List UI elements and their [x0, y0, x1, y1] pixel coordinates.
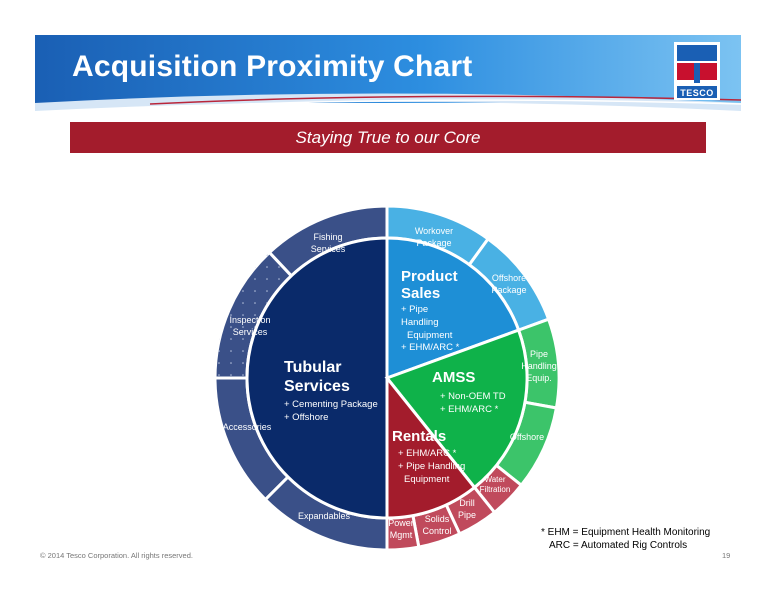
- core-item-rentals-3: Equipment: [404, 474, 450, 485]
- label-fishing-services: Fishing Services: [310, 232, 346, 254]
- label-workover-package: Workover Package: [414, 226, 454, 248]
- label-drill-pipe: Drill Pipe: [457, 498, 476, 520]
- header-banner: [35, 35, 742, 111]
- label-solids-control: Solids Control: [422, 514, 452, 536]
- label-power-mgmt: Power Mgmt: [388, 518, 414, 540]
- label-accessories: Accessories: [222, 422, 272, 432]
- core-item-product-4: + EHM/ARC *: [401, 342, 460, 353]
- core-item-product-2: Handling: [401, 317, 439, 328]
- core-title-product-1: Product: [401, 268, 458, 285]
- core-title-tubular-2: Services: [284, 378, 350, 395]
- core-item-tubular-2: + Offshore: [284, 412, 329, 423]
- core-rentals: [385, 373, 477, 520]
- core-item-amss-2: + EHM/ARC *: [440, 404, 499, 415]
- page-title: Acquisition Proximity Chart: [72, 50, 473, 83]
- copyright: © 2014 Tesco Corporation. All rights res…: [40, 551, 193, 560]
- core-item-rentals-1: + EHM/ARC *: [398, 448, 457, 459]
- footnote-line-1: * EHM = Equipment Health Monitoring: [541, 527, 711, 538]
- label-water-filtration: Water Filtration: [479, 475, 511, 494]
- footnote: * EHM = Equipment Health Monitoring ARC …: [541, 526, 710, 552]
- tesco-logo: [674, 42, 720, 100]
- core-title-product-2: Sales: [401, 285, 441, 302]
- core-item-tubular-1: + Cementing Package: [284, 399, 378, 410]
- subtitle-bar: Staying True to our Core: [70, 122, 706, 153]
- label-pipe-handling-equip: Pipe Handling Equip.: [521, 349, 557, 383]
- core-title-rentals: Rentals: [392, 428, 447, 445]
- core-item-rentals-2: + Pipe Handling: [398, 461, 466, 472]
- core-amss: [384, 328, 529, 490]
- core-title-amss: AMSS: [432, 369, 476, 386]
- label-offshore-package: Offshore Package: [491, 273, 527, 295]
- core-title-tubular-1: Tubular: [284, 359, 342, 376]
- label-offshore: Offshore: [509, 432, 545, 442]
- logo-text: TESCO: [680, 88, 714, 98]
- footnote-line-2: ARC = Automated Rig Controls: [549, 540, 688, 551]
- label-inspection-services: Inspection Services: [229, 315, 271, 337]
- label-expandables: Expandables: [297, 511, 351, 521]
- page-number: 19: [722, 551, 731, 560]
- core-item-amss-1: + Non-OEM TD: [440, 391, 506, 402]
- core-item-product-1: + Pipe: [401, 304, 429, 315]
- core-tubular-services: [245, 236, 389, 520]
- core-item-product-3: Equipment: [407, 330, 453, 341]
- core-product-sales: [385, 236, 521, 381]
